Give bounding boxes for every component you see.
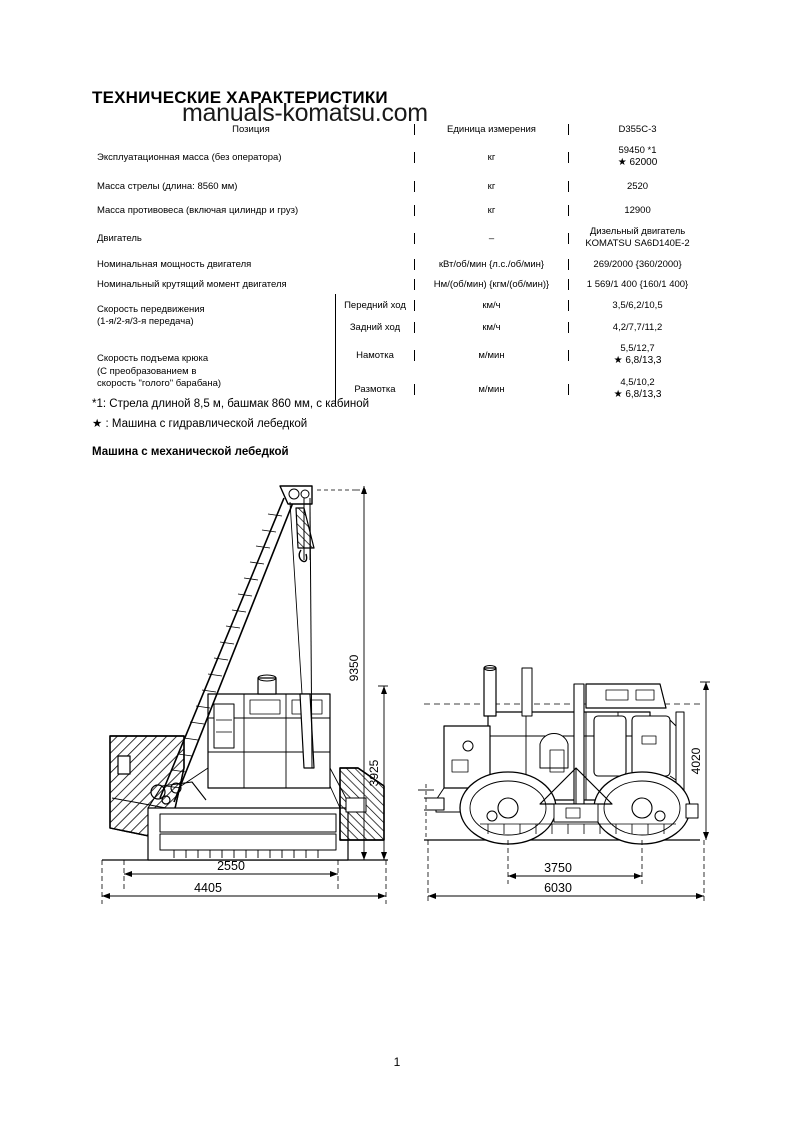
group-label-line2: (1-я/2-я/3-я передача) bbox=[97, 316, 194, 327]
header-position: Позиция bbox=[88, 124, 415, 135]
dimension-side-height: 3925 bbox=[367, 759, 381, 786]
row-unit: кг bbox=[415, 180, 570, 192]
row-unit: км/ч bbox=[415, 321, 570, 333]
row-unit: кВт/об/мин {л.с./об/мин} bbox=[415, 258, 570, 270]
row-value-line2: ★ 62000 bbox=[617, 157, 658, 168]
dimension-overall-width-left: 4405 bbox=[194, 881, 222, 895]
specifications-table: Позиция Единица измерения D355C-3 Эксплу… bbox=[88, 119, 706, 406]
table-row: Номинальная мощность двигателя кВт/об/ми… bbox=[88, 254, 706, 274]
group-label-line1: Скорость подъема крюка bbox=[97, 353, 209, 365]
row-value-line2: KOMATSU SA6D140E-2 bbox=[585, 238, 690, 249]
footnote-2: ★ : Машина с гидравлической лебедкой bbox=[92, 418, 308, 430]
row-sublabel: Размотка bbox=[336, 383, 415, 395]
table-row: Эксплуатационная масса (без оператора) к… bbox=[88, 140, 706, 174]
row-unit: кг bbox=[415, 204, 570, 216]
row-unit: м/мин bbox=[415, 349, 570, 361]
dimension-boom-height: 9350 bbox=[347, 654, 361, 681]
dimension-overall-length: 6030 bbox=[544, 881, 572, 895]
row-value: 4,2/7,7/11,2 bbox=[612, 321, 663, 333]
row-value: 59450 *1 ★ 62000 bbox=[569, 145, 706, 170]
row-label: Номинальная мощность двигателя bbox=[88, 258, 415, 270]
row-value: 1 569/1 400 {160/1 400} bbox=[586, 278, 689, 290]
row-value-line2: ★ 6,8/13,3 bbox=[613, 355, 662, 366]
group-label-hook-speed: Скорость подъема крюка (С преобразование… bbox=[88, 338, 337, 406]
row-value-line2: ★ 6,8/13,3 bbox=[613, 389, 662, 400]
row-unit: кг bbox=[415, 151, 570, 163]
group-label-line3: скорость "голого" барабана) bbox=[97, 378, 222, 390]
table-row: Масса стрелы (длина: 8560 мм) кг 2520 bbox=[88, 174, 706, 198]
row-value-line1: Дизельный двигатель bbox=[589, 225, 686, 237]
table-row: Скорость передвижения (1-я/2-я/3-я перед… bbox=[88, 294, 706, 338]
right-front-elevation: 4020 3750 6030 bbox=[418, 665, 710, 904]
page-number: 1 bbox=[393, 1055, 401, 1069]
group-label-travel-speed: Скорость передвижения (1-я/2-я/3-я перед… bbox=[88, 294, 337, 338]
table-row: Двигатель – Дизельный двигатель KOMATSU … bbox=[88, 222, 706, 254]
table-row: Размотка м/мин 4,5/10,2 ★ 6,8/13,3 bbox=[88, 372, 706, 406]
row-value: 4,5/10,2 ★ 6,8/13,3 bbox=[569, 377, 706, 402]
row-value: 269/2000 {360/2000} bbox=[593, 258, 682, 270]
table-row: Масса противовеса (включая цилиндр и гру… bbox=[88, 198, 706, 222]
dimension-track-length: 3750 bbox=[544, 861, 572, 875]
row-unit: км/ч bbox=[415, 299, 570, 311]
row-label: Двигатель bbox=[88, 232, 415, 244]
row-label: Эксплуатационная масса (без оператора) bbox=[88, 151, 415, 163]
left-side-elevation: 9350 3925 2550 bbox=[101, 485, 388, 904]
watermark: manuals-komatsu.com bbox=[182, 99, 428, 127]
header-unit: Единица измерения bbox=[415, 124, 570, 135]
row-value: 2520 bbox=[626, 180, 649, 192]
row-label: Масса противовеса (включая цилиндр и гру… bbox=[88, 204, 415, 216]
row-value: 3,5/6,2/10,5 bbox=[612, 299, 663, 311]
table-row: Номинальный крутящий момент двигателя Нм… bbox=[88, 274, 706, 294]
row-value: Дизельный двигатель KOMATSU SA6D140E-2 bbox=[569, 226, 706, 251]
group-label-line1: Скорость передвижения bbox=[97, 303, 205, 315]
row-unit: – bbox=[415, 232, 570, 244]
dimension-front-height: 4020 bbox=[689, 747, 703, 774]
row-value: 5,5/12,7 ★ 6,8/13,3 bbox=[569, 343, 706, 368]
technical-drawing: 9350 3925 2550 bbox=[88, 468, 728, 938]
row-label: Масса стрелы (длина: 8560 мм) bbox=[88, 180, 415, 192]
row-value-line1: 5,5/12,7 bbox=[620, 342, 655, 354]
page-title: ТЕХНИЧЕСКИЕ ХАРАКТЕРИСТИКИ bbox=[92, 88, 388, 107]
section-subheading: Машина с механической лебедкой bbox=[92, 446, 289, 458]
table-header-row: Позиция Единица измерения D355C-3 bbox=[88, 119, 706, 140]
row-sublabel: Передний ход bbox=[336, 299, 415, 311]
row-sublabel: Задний ход bbox=[336, 321, 415, 333]
row-sublabel: Намотка bbox=[336, 349, 415, 361]
row-value-line1: 59450 *1 bbox=[618, 144, 657, 156]
table-row: Задний ход км/ч 4,2/7,7/11,2 bbox=[88, 316, 706, 338]
row-value-line1: 4,5/10,2 bbox=[620, 376, 655, 388]
group-label-line2: (С преобразованием в bbox=[97, 365, 197, 377]
row-label: Номинальный крутящий момент двигателя bbox=[88, 278, 415, 290]
footnote-1: *1: Стрела длиной 8,5 м, башмак 860 мм, … bbox=[92, 398, 370, 410]
row-value: 12900 bbox=[624, 204, 651, 216]
row-unit: м/мин bbox=[415, 383, 570, 395]
row-unit: Нм/(об/мин) {кгм/(об/мин)} bbox=[415, 278, 570, 290]
header-model: D355C-3 bbox=[618, 124, 657, 135]
table-row: Скорость подъема крюка (С преобразование… bbox=[88, 338, 706, 406]
dimension-track-gauge: 2550 bbox=[217, 859, 245, 873]
